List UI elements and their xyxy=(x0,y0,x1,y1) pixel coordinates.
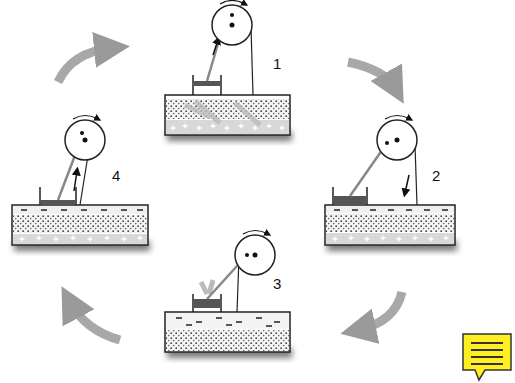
callout-number: 1 xyxy=(273,56,281,72)
piston xyxy=(194,299,220,308)
flywheel xyxy=(235,235,275,275)
cell-body xyxy=(165,95,290,135)
callout-number: 4 xyxy=(112,168,120,184)
cycle-arrow xyxy=(70,302,120,340)
motion-arrow xyxy=(74,171,77,191)
charged-layer xyxy=(326,233,454,244)
motion-arrow xyxy=(405,175,409,193)
positive-charges xyxy=(20,236,143,242)
cylinder-wall xyxy=(40,187,76,205)
crank-pin xyxy=(80,131,84,135)
wheel-axle xyxy=(253,253,258,258)
stage-panel xyxy=(165,1,292,142)
rotation-arrow xyxy=(73,116,98,120)
piston xyxy=(334,196,366,205)
crank-pin xyxy=(245,253,249,257)
cycle-arrow xyxy=(358,292,402,330)
rotation-arrow xyxy=(220,1,245,5)
crank-pin xyxy=(230,13,234,17)
negative-charges xyxy=(334,210,448,211)
porous-electrode xyxy=(13,215,147,233)
motion-arrow xyxy=(213,40,218,55)
cycle-arrow xyxy=(348,62,395,88)
positive-charges xyxy=(171,124,285,131)
flywheel xyxy=(65,120,105,160)
electrolyte-layer xyxy=(326,206,454,213)
ion-flow xyxy=(201,280,213,294)
wheel-axle xyxy=(230,23,235,28)
cell-body xyxy=(325,205,455,245)
piston xyxy=(41,200,75,205)
callout-number: 2 xyxy=(432,168,440,184)
crank-pin xyxy=(385,141,389,145)
cylinder-wall xyxy=(193,294,221,312)
callout-number: 3 xyxy=(273,276,281,292)
piston xyxy=(194,81,220,86)
porous-electrode xyxy=(166,99,289,119)
cycle-arrow xyxy=(58,48,112,82)
stage-panel xyxy=(165,231,292,359)
negative-charges xyxy=(21,210,143,211)
belt-line xyxy=(415,145,417,205)
cell-body xyxy=(12,205,148,245)
note-icon xyxy=(463,334,511,380)
negative-charges xyxy=(176,318,280,326)
flywheel xyxy=(212,5,252,45)
charged-layer xyxy=(166,120,289,134)
porous-electrode xyxy=(166,330,289,351)
rotation-arrow xyxy=(243,231,268,235)
flywheel xyxy=(377,120,417,160)
stage-panel xyxy=(12,116,150,252)
ion-flow xyxy=(185,101,260,125)
belt-line xyxy=(251,27,253,95)
electrolyte-layer xyxy=(166,313,289,329)
wheel-axle xyxy=(395,138,400,143)
rotation-arrow xyxy=(385,116,410,120)
cell-body xyxy=(165,312,290,352)
stage-panel xyxy=(325,116,457,252)
electrolyte-layer xyxy=(13,206,147,214)
positive-charges xyxy=(333,236,449,242)
charged-layer xyxy=(13,234,147,244)
porous-electrode xyxy=(326,214,454,232)
wheel-axle xyxy=(83,138,88,143)
